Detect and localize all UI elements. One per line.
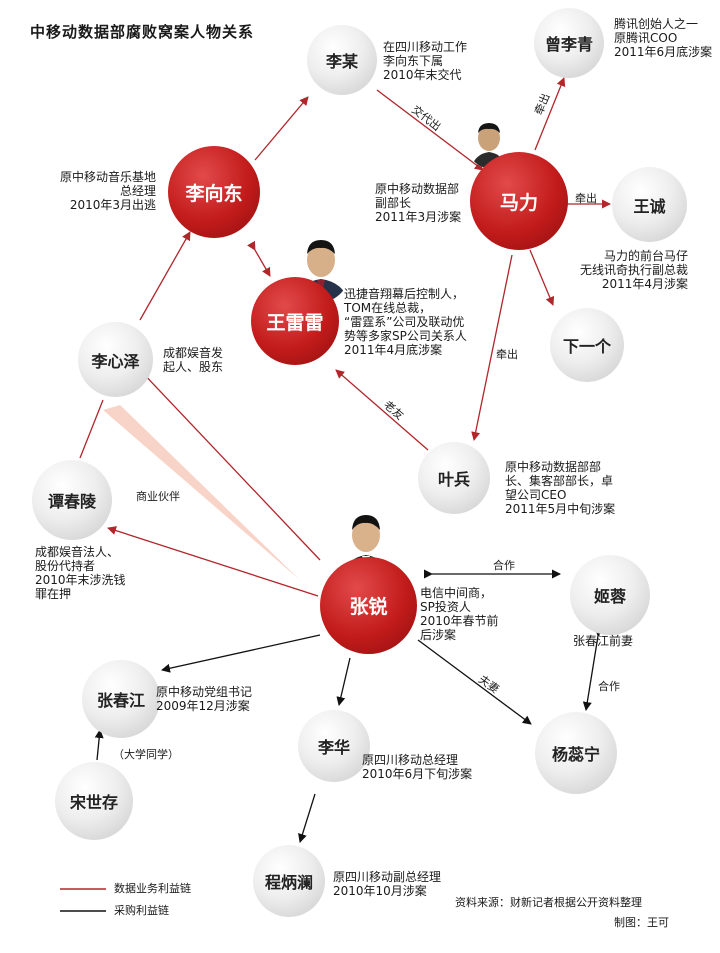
source-note: 资料来源：财新记者根据公开资料整理 [455,896,642,909]
node-wang-cheng: 王诚 [612,167,687,242]
link-lixiangdong-limou [254,96,309,161]
note-cheng-bingjian: 原四川移动副总经理 2010年10月涉案 [333,870,442,898]
link-lixiangdong-wangleilei [247,240,271,277]
link-zhangrui-tanchunling [107,526,319,597]
note-zhang-rui: 电信中间商， SP投资人 2010年春节前 后涉案 [420,586,499,642]
node-cheng-bingjian: 程炳澜 [253,845,325,917]
note-li-mou: 在四川移动工作 李向东下属 2010年末交代 [383,40,468,82]
node-next: 下一个 [550,308,624,382]
link-mali-yebing [471,254,513,441]
note-li-xiangdong: 原中移动音乐基地 总经理 2010年3月出逃 [60,170,157,212]
node-ji-rong: 姬蓉 [570,555,650,635]
link-limou-mali [376,89,484,171]
note-li-xinze: 成都娱音发 起人、股东 [163,346,224,374]
label-business-partner: 商业伙伴 [136,490,180,503]
node-ma-li: 马力 [470,152,568,250]
link-zhangrui-yangruining [417,639,532,725]
link-mali-zengliqing [534,77,566,151]
node-zeng-liqing: 曾李青 [534,8,604,78]
link-lixinze-tanchunling [79,399,104,459]
node-ye-bing: 叶兵 [418,442,490,514]
note-ma-li: 原中移动数据部 副部长 2011年3月涉案 [375,182,462,224]
note-wang-cheng: 马力的前台马仔 无线讯奇执行副总裁 2011年4月涉案 [580,249,689,291]
node-zhang-rui: 张锐 [320,557,417,654]
label-implicated-wang: 牵出 [575,192,597,205]
legend-black-label: 采购利益链 [114,904,169,917]
note-ye-bing: 原中移动数据部部 长、集客部部长，卓 望公司CEO 2011年5月中旬涉案 [505,460,616,516]
business-partner-wedge [103,405,300,580]
legend-red-label: 数据业务利益链 [114,882,191,895]
node-wang-leilei: 王雷雷 [251,277,339,365]
credit-note: 制图：王可 [614,916,669,929]
label-cooperation-yang: 合作 [598,680,620,693]
note-ji-rong: 张春江前妻 [573,634,634,648]
link-mali-next [529,249,555,306]
node-song-shicun: 宋世存 [55,762,133,840]
label-cooperation-ji: 合作 [493,559,515,572]
note-tan-chunling: 成都娱音法人、 股份代持者 2010年末涉洗钱 罪在押 [35,545,126,601]
note-wang-leilei: 迅捷音翔幕后控制人， TOM在线总裁， “雷霆系”公司及联动优 势等多家SP公司… [344,287,467,357]
note-zhang-chunjiang: 原中移动党组书记 2009年12月涉案 [156,685,253,713]
link-lixinze-lixiangdong [139,231,191,321]
link-lixinze-zhangrui [139,369,321,561]
diagram-title: 中移动数据部腐败窝案人物关系 [30,23,255,41]
label-implicated-ye: 牵出 [496,348,518,361]
node-li-mou: 李某 [307,25,377,95]
note-li-hua: 原四川移动总经理 2010年6月下旬涉案 [362,753,473,781]
node-zhang-chunjiang: 张春江 [82,660,160,738]
link-songshicun-zhangchunjiang [94,729,104,761]
link-yebing-wangleilei [335,369,429,451]
label-classmates: （大学同学） [113,748,179,761]
note-zeng-liqing: 腾讯创始人之一 原腾讯COO 2011年6月底涉案 [614,17,713,59]
link-jirong-yangruining [582,627,604,711]
link-zhangrui-lihua [336,657,351,706]
node-li-xiangdong: 李向东 [168,146,260,238]
node-tan-chunling: 谭春陵 [32,460,112,540]
link-lihua-chengbingjian [298,793,316,843]
node-li-xinze: 李心泽 [78,322,153,397]
link-zhangrui-zhangchunjiang [161,634,321,673]
node-yang-ruining: 杨蕊宁 [535,712,617,794]
node-li-hua: 李华 [298,710,370,782]
